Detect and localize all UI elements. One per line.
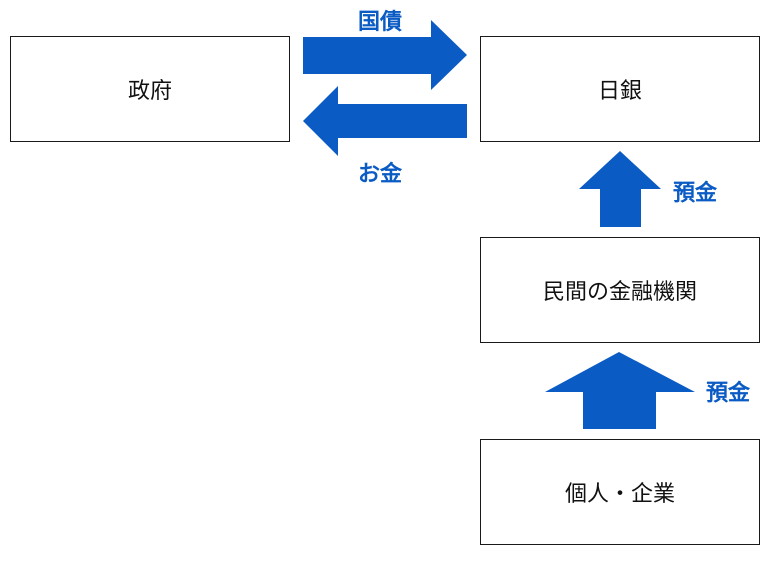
private-banks-label: 民間の金融機関 (542, 280, 697, 305)
deposit-arrow-upper (579, 151, 661, 227)
government-box: 政府 (10, 36, 290, 142)
deposit-label-lower: 預金 (706, 381, 751, 406)
boj-label: 日銀 (597, 79, 642, 104)
boj-box: 日銀 (480, 36, 760, 142)
bonds-label: 国債 (358, 10, 403, 35)
private-banks-box: 民間の金融機関 (480, 237, 760, 343)
money-arrow (303, 86, 467, 156)
government-label: 政府 (127, 79, 172, 104)
bonds-arrow (303, 20, 467, 90)
money-label: お金 (358, 162, 403, 187)
deposit-arrow-lower (545, 352, 695, 429)
individuals-firms-box: 個人・企業 (480, 439, 760, 545)
individuals-firms-label: 個人・企業 (564, 482, 675, 507)
deposit-label-upper: 預金 (673, 181, 718, 206)
